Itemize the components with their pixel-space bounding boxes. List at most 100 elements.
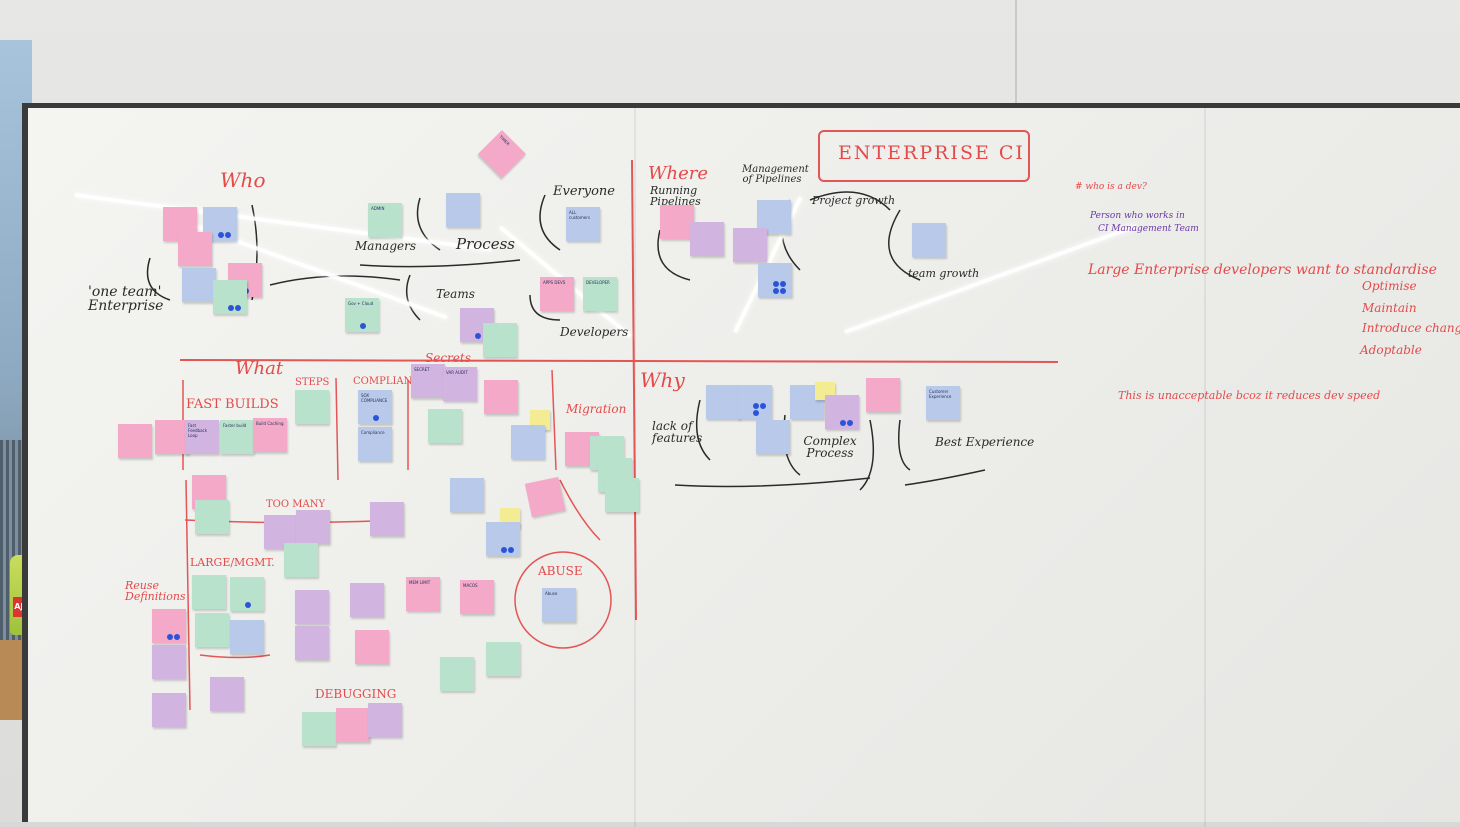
sticky-note: SECRET bbox=[411, 364, 445, 398]
vote-dots bbox=[501, 547, 517, 553]
sticky-note: Compliance bbox=[358, 427, 392, 461]
header-migration: Migration bbox=[566, 402, 627, 416]
header-enterprise-ci: ENTERPRISE CI bbox=[838, 142, 1025, 164]
sticky-note bbox=[295, 626, 329, 660]
sticky-note bbox=[660, 205, 694, 239]
sticky-note-text: MACOS bbox=[463, 583, 478, 588]
text-optimise: Optimise bbox=[1362, 279, 1417, 293]
vote-dot bbox=[501, 547, 507, 553]
text-who-is-dev: # who is a dev? bbox=[1075, 182, 1147, 192]
sticky-note bbox=[178, 232, 212, 266]
header-secrets: Secrets bbox=[425, 351, 471, 365]
sticky-note-text: Build Caching bbox=[256, 421, 284, 426]
header-what: What bbox=[235, 358, 284, 379]
vote-dot bbox=[847, 420, 853, 426]
sticky-note bbox=[450, 478, 484, 512]
sticky-note: Abuse bbox=[542, 588, 576, 622]
sticky-note: APPS DEVS bbox=[540, 277, 574, 311]
text-team-growth: team growth bbox=[908, 267, 980, 280]
sticky-note: Gov + Cloud bbox=[345, 298, 379, 332]
sticky-note bbox=[152, 693, 186, 727]
text-project-growth: Project growth bbox=[812, 194, 896, 207]
vote-dot bbox=[753, 403, 759, 409]
text-management-of-pipelines: Management of Pipelines bbox=[742, 164, 809, 185]
sticky-note bbox=[756, 420, 790, 454]
header-why: Why bbox=[640, 368, 685, 392]
vote-dots bbox=[840, 420, 856, 426]
sticky-note-text: ALL customers bbox=[569, 210, 590, 220]
sticky-note bbox=[484, 380, 518, 414]
sticky-note: Faster build bbox=[220, 420, 254, 454]
header-fast-builds: FAST BUILDS bbox=[186, 397, 279, 412]
vote-dots bbox=[167, 634, 183, 640]
sticky-note bbox=[295, 590, 329, 624]
text-developers: Developers bbox=[560, 325, 629, 339]
sticky-note-text: ADMIN bbox=[371, 206, 385, 211]
sticky-note bbox=[486, 522, 520, 556]
sticky-note bbox=[605, 478, 639, 512]
text-unacceptable: This is unacceptable bcoz it reduces dev… bbox=[1118, 389, 1381, 402]
header-reuse-definitions: Reuse Definitions bbox=[125, 579, 186, 603]
header-where: Where bbox=[648, 163, 709, 184]
vote-dot bbox=[167, 634, 173, 640]
text-running-pipelines: Running Pipelines bbox=[650, 184, 701, 208]
sticky-note-text: MEM LIMIT bbox=[409, 580, 431, 585]
text-lack-of-features: lack of features bbox=[652, 419, 703, 445]
vote-dot bbox=[228, 305, 234, 311]
sticky-note bbox=[524, 476, 566, 518]
sticky-note bbox=[118, 424, 152, 458]
sticky-note bbox=[182, 268, 216, 302]
header-too-many: TOO MANY bbox=[266, 499, 326, 510]
sticky-note bbox=[296, 510, 330, 544]
sticky-note bbox=[284, 543, 318, 577]
text-adoptable: Adoptable bbox=[1360, 343, 1422, 357]
vote-dots bbox=[360, 323, 376, 329]
sticky-note: MACOS bbox=[460, 580, 494, 614]
vote-dot bbox=[760, 403, 766, 409]
sticky-note-text: Gov + Cloud bbox=[348, 301, 374, 306]
board-panel-divider bbox=[1204, 108, 1206, 827]
sticky-note-text: VAR AUDIT bbox=[446, 370, 468, 375]
header-debugging: DEBUGGING bbox=[315, 687, 397, 701]
vote-dot bbox=[780, 288, 786, 294]
vote-dot bbox=[475, 333, 481, 339]
text-teams: Teams bbox=[436, 287, 475, 301]
vote-dots bbox=[475, 333, 491, 339]
sticky-note: VAR AUDIT bbox=[443, 367, 477, 401]
sticky-note bbox=[195, 500, 229, 534]
sticky-note bbox=[336, 708, 370, 742]
vote-dot bbox=[373, 415, 379, 421]
sticky-note bbox=[706, 385, 740, 419]
sticky-note bbox=[370, 502, 404, 536]
text-introduce-change: Introduce change bbox=[1362, 321, 1460, 335]
sticky-note: DEVELOPER bbox=[583, 277, 617, 311]
sticky-note bbox=[195, 613, 229, 647]
sticky-note: Fast Feedback Loop bbox=[185, 420, 219, 454]
sticky-note bbox=[302, 712, 336, 746]
sticky-note bbox=[230, 577, 264, 611]
vote-dots bbox=[753, 403, 769, 416]
sticky-note-text: Abuse bbox=[545, 591, 558, 596]
sticky-note-text: TIMER bbox=[498, 134, 511, 147]
sticky-note: Build Caching bbox=[253, 418, 287, 452]
vote-dot bbox=[773, 288, 779, 294]
text-ci-management-team: CI Management Team bbox=[1098, 224, 1199, 234]
vote-dot bbox=[218, 232, 224, 238]
header-who: Who bbox=[220, 168, 266, 192]
sticky-note bbox=[152, 609, 186, 643]
sticky-note: ADMIN bbox=[368, 203, 402, 237]
vote-dots bbox=[228, 305, 244, 311]
sticky-note-text: Customer Experience bbox=[929, 389, 952, 399]
header-compliance: COMPLIANCE bbox=[353, 376, 428, 387]
vote-dot bbox=[174, 634, 180, 640]
vote-dot bbox=[753, 410, 759, 416]
sticky-note bbox=[350, 583, 384, 617]
sticky-note bbox=[230, 620, 264, 654]
text-large-enterprise-developers: Large Enterprise developers want to stan… bbox=[1088, 262, 1437, 278]
header-large-mgmt: LARGE/MGMT. bbox=[190, 556, 275, 569]
whiteboard bbox=[22, 103, 1460, 827]
sticky-note bbox=[733, 228, 767, 262]
sticky-note bbox=[355, 630, 389, 664]
sticky-note-text: DEVELOPER bbox=[586, 280, 610, 285]
vote-dots bbox=[373, 415, 389, 421]
